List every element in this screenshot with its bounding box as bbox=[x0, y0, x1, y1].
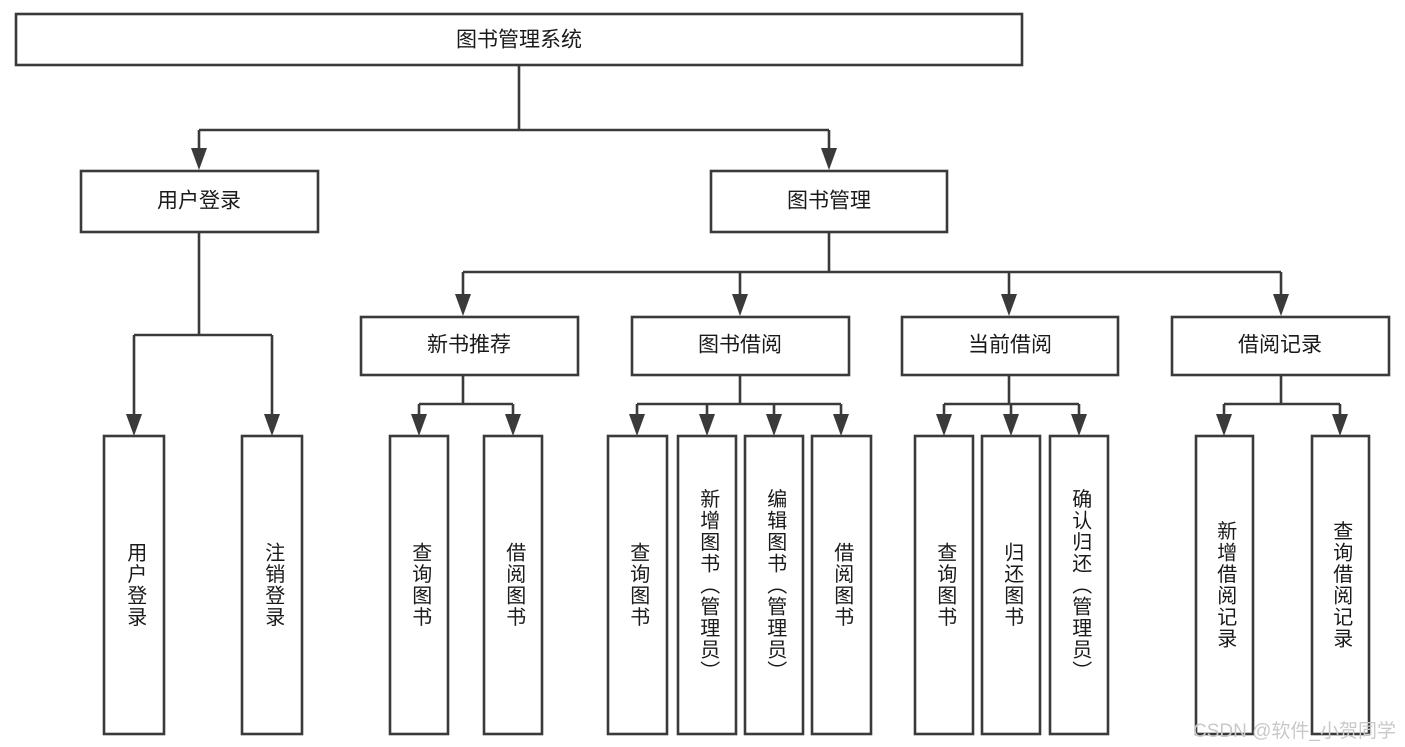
connector-group-borrow-record bbox=[1216, 375, 1348, 436]
node-leaf-confirm-return-admin-box[interactable] bbox=[1048, 434, 1110, 736]
node-leaf-query-book-1-box[interactable] bbox=[388, 434, 450, 736]
node-leaf-borrow-book-2-label: 借阅图书 bbox=[831, 542, 854, 628]
node-leaf-query-borrow-record[interactable]: 查询借阅记录 bbox=[1310, 434, 1371, 736]
node-leaf-query-book-2-box[interactable] bbox=[606, 434, 669, 736]
arrow-head-leaf-user-login bbox=[126, 414, 142, 436]
arrow-head-leaf-query-book-3 bbox=[936, 414, 952, 436]
node-user-login[interactable]: 用户登录 bbox=[79, 169, 320, 234]
node-leaf-add-borrow-record[interactable]: 新增借阅记录 bbox=[1194, 434, 1255, 736]
node-book-borrow-box[interactable] bbox=[630, 315, 851, 377]
node-root[interactable]: 图书管理系统 bbox=[14, 12, 1024, 67]
node-current-borrow[interactable]: 当前借阅 bbox=[900, 315, 1120, 377]
arrow-head-leaf-logout-login bbox=[264, 414, 280, 436]
node-leaf-query-book-1[interactable]: 查询图书 bbox=[388, 434, 450, 736]
node-leaf-borrow-book-2[interactable]: 借阅图书 bbox=[810, 434, 873, 736]
arrow-head-user-login bbox=[191, 148, 207, 170]
connector-group-root bbox=[191, 65, 837, 170]
arrow-head-leaf-query-book-2 bbox=[629, 414, 645, 436]
node-leaf-borrow-book-2-box[interactable] bbox=[810, 434, 873, 736]
node-leaf-confirm-return-admin[interactable]: 确认归还（管理员） bbox=[1048, 434, 1110, 736]
connector-group-book-management bbox=[455, 232, 1289, 316]
node-leaf-borrow-book-1-label: 借阅图书 bbox=[503, 542, 526, 628]
node-leaf-logout-login[interactable]: 注销登录 bbox=[240, 434, 304, 736]
connector-group-user-login bbox=[126, 232, 280, 436]
connector-group-current-borrow bbox=[936, 375, 1087, 436]
node-leaf-return-book[interactable]: 归还图书 bbox=[980, 434, 1042, 736]
node-leaf-query-borrow-record-box[interactable] bbox=[1310, 434, 1371, 736]
node-leaf-borrow-book-1-box[interactable] bbox=[482, 434, 544, 736]
arrow-head-new-book-recommend bbox=[455, 294, 471, 316]
node-borrow-record-label: 借阅记录 bbox=[1238, 334, 1322, 357]
node-leaf-query-book-3-box[interactable] bbox=[913, 434, 975, 736]
node-leaf-return-book-label: 归还图书 bbox=[1001, 542, 1024, 628]
node-book-management-box[interactable] bbox=[709, 169, 949, 234]
arrow-head-leaf-edit-book-admin bbox=[766, 414, 782, 436]
node-leaf-borrow-book-1[interactable]: 借阅图书 bbox=[482, 434, 544, 736]
arrow-head-leaf-add-book-admin bbox=[699, 414, 715, 436]
node-leaf-query-book-2-label: 查询图书 bbox=[627, 542, 650, 628]
node-leaf-add-book-admin-label: 新增图书（管理员） bbox=[697, 488, 720, 682]
arrow-head-leaf-query-book-1 bbox=[411, 414, 427, 436]
node-current-borrow-box[interactable] bbox=[900, 315, 1120, 377]
arrow-head-leaf-borrow-book-2 bbox=[833, 414, 849, 436]
csdn-watermark: CSDN @软件_小贺同学 bbox=[1193, 720, 1396, 742]
node-leaf-logout-login-label: 注销登录 bbox=[262, 542, 285, 628]
arrow-head-current-borrow bbox=[1001, 294, 1017, 316]
node-leaf-add-book-admin-box[interactable] bbox=[676, 434, 738, 736]
connector-group-new-book-recommend bbox=[411, 375, 521, 436]
node-leaf-user-login-label: 用户登录 bbox=[124, 542, 147, 628]
node-leaf-logout-login-box[interactable] bbox=[240, 434, 304, 736]
node-leaf-edit-book-admin[interactable]: 编辑图书（管理员） bbox=[743, 434, 805, 736]
node-book-management-label: 图书管理 bbox=[787, 190, 871, 213]
node-leaf-query-book-3[interactable]: 查询图书 bbox=[913, 434, 975, 736]
arrow-head-book-management bbox=[821, 148, 837, 170]
node-leaf-add-borrow-record-box[interactable] bbox=[1194, 434, 1255, 736]
node-new-book-recommend[interactable]: 新书推荐 bbox=[359, 315, 580, 377]
node-leaf-edit-book-admin-label: 编辑图书（管理员） bbox=[764, 488, 787, 682]
node-book-management[interactable]: 图书管理 bbox=[709, 169, 949, 234]
node-leaf-return-book-box[interactable] bbox=[980, 434, 1042, 736]
node-leaf-user-login-box[interactable] bbox=[102, 434, 166, 736]
node-leaf-user-login[interactable]: 用户登录 bbox=[102, 434, 166, 736]
node-root-box[interactable] bbox=[14, 12, 1024, 67]
node-root-label: 图书管理系统 bbox=[456, 29, 582, 52]
node-leaf-add-borrow-record-label: 新增借阅记录 bbox=[1214, 520, 1237, 649]
arrow-head-leaf-add-borrow-record bbox=[1216, 414, 1232, 436]
node-new-book-recommend-box[interactable] bbox=[359, 315, 580, 377]
node-book-borrow-label: 图书借阅 bbox=[698, 334, 782, 357]
node-book-borrow[interactable]: 图书借阅 bbox=[630, 315, 851, 377]
node-leaf-query-borrow-record-label: 查询借阅记录 bbox=[1330, 520, 1353, 649]
node-new-book-recommend-label: 新书推荐 bbox=[427, 334, 511, 357]
node-user-login-box[interactable] bbox=[79, 169, 320, 234]
arrow-head-borrow-record bbox=[1273, 294, 1289, 316]
arrow-head-leaf-borrow-book-1 bbox=[505, 414, 521, 436]
arrow-head-leaf-query-borrow-record bbox=[1332, 414, 1348, 436]
node-leaf-query-book-2[interactable]: 查询图书 bbox=[606, 434, 669, 736]
node-current-borrow-label: 当前借阅 bbox=[968, 334, 1052, 357]
connector-group-book-borrow bbox=[629, 375, 849, 436]
node-leaf-confirm-return-admin-label: 确认归还（管理员） bbox=[1069, 488, 1092, 682]
node-leaf-edit-book-admin-box[interactable] bbox=[743, 434, 805, 736]
node-borrow-record-box[interactable] bbox=[1170, 315, 1391, 377]
node-leaf-query-book-1-label: 查询图书 bbox=[409, 542, 432, 628]
arrow-head-leaf-confirm-return-admin bbox=[1071, 414, 1087, 436]
arrow-head-leaf-return-book bbox=[1003, 414, 1019, 436]
node-leaf-query-book-3-label: 查询图书 bbox=[934, 542, 957, 628]
node-borrow-record[interactable]: 借阅记录 bbox=[1170, 315, 1391, 377]
arrow-head-book-borrow bbox=[732, 294, 748, 316]
node-user-login-label: 用户登录 bbox=[157, 190, 241, 213]
node-leaf-add-book-admin[interactable]: 新增图书（管理员） bbox=[676, 434, 738, 736]
